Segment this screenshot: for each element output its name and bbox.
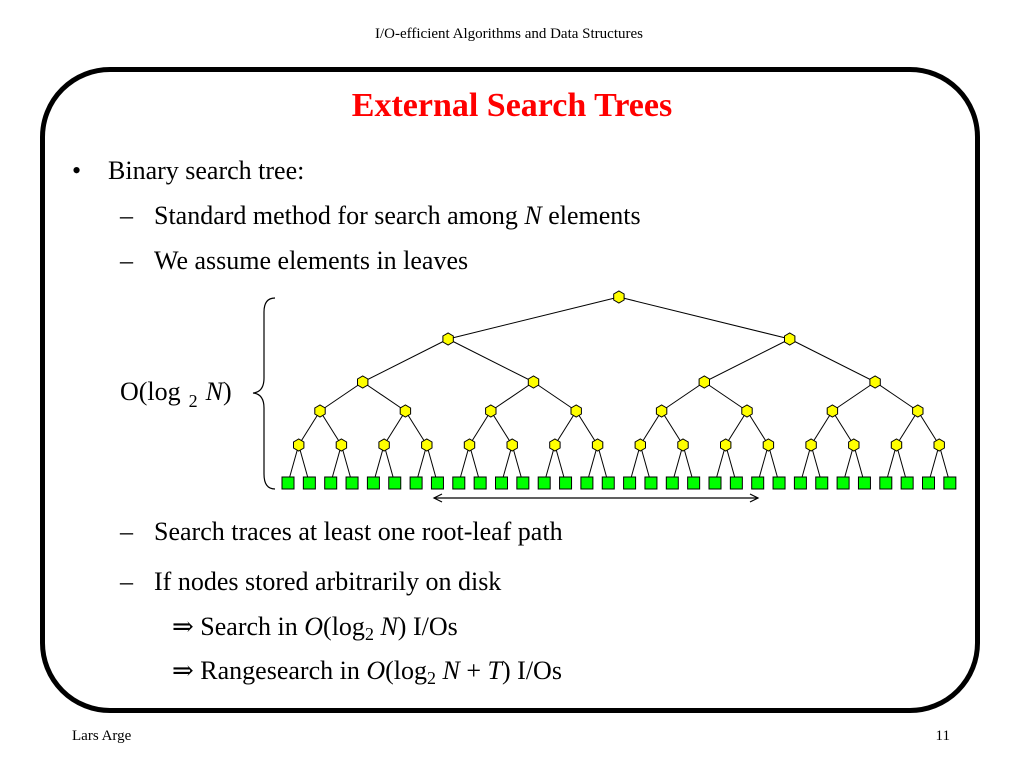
implies-arrow: ⇒ — [172, 656, 194, 685]
dash-symbol: – — [120, 517, 133, 546]
footer-author: Lars Arge — [72, 728, 132, 744]
sub-item-elements-in-leaves: –We assume elements in leaves — [120, 246, 468, 276]
implication-suffix: I/Os — [406, 612, 458, 641]
slide-title: External Search Trees — [351, 87, 673, 124]
implication-text: Rangesearch in — [200, 656, 367, 685]
footer-page-number: 11 — [935, 728, 950, 744]
sub-item-text-pre: Standard method for search among — [154, 201, 525, 230]
slide-header: I/O-efficient Algorithms and Data Struct… — [375, 26, 643, 42]
sub-item-text: We assume elements in leaves — [154, 246, 469, 275]
sub-item-stored-arbitrarily: –If nodes stored arbitrarily on disk — [120, 567, 501, 597]
slide-frame — [40, 67, 980, 713]
dash-symbol: – — [120, 201, 133, 230]
dash-symbol: – — [120, 246, 133, 275]
sub-item-text-post: elements — [541, 201, 641, 230]
bullet-symbol: • — [72, 156, 82, 185]
bullet-binary-search-tree: • Binary search tree: — [72, 156, 304, 186]
implies-arrow: ⇒ — [172, 612, 194, 641]
sub-item-standard-method: –Standard method for search among N elem… — [120, 201, 641, 231]
implication-math: O(log2 N + T) — [366, 656, 511, 688]
bullet-text: Binary search tree: — [108, 156, 305, 185]
sub-item-root-leaf-path: –Search traces at least one root-leaf pa… — [120, 517, 563, 547]
sub-item-var: N — [524, 201, 542, 230]
implication-suffix: I/Os — [510, 656, 562, 685]
sub-item-text: If nodes stored arbitrarily on disk — [154, 567, 502, 596]
sub-item-text: Search traces at least one root-leaf pat… — [154, 517, 563, 546]
implication-text: Search in — [200, 612, 305, 641]
implication-math: O(log2 N) — [304, 612, 407, 644]
dash-symbol: – — [120, 567, 133, 596]
implication-rangesearch: ⇒ Rangesearch in O(log2 N + T) I/Os — [172, 656, 562, 689]
implication-search: ⇒ Search in O(log2 N) I/Os — [172, 612, 458, 645]
